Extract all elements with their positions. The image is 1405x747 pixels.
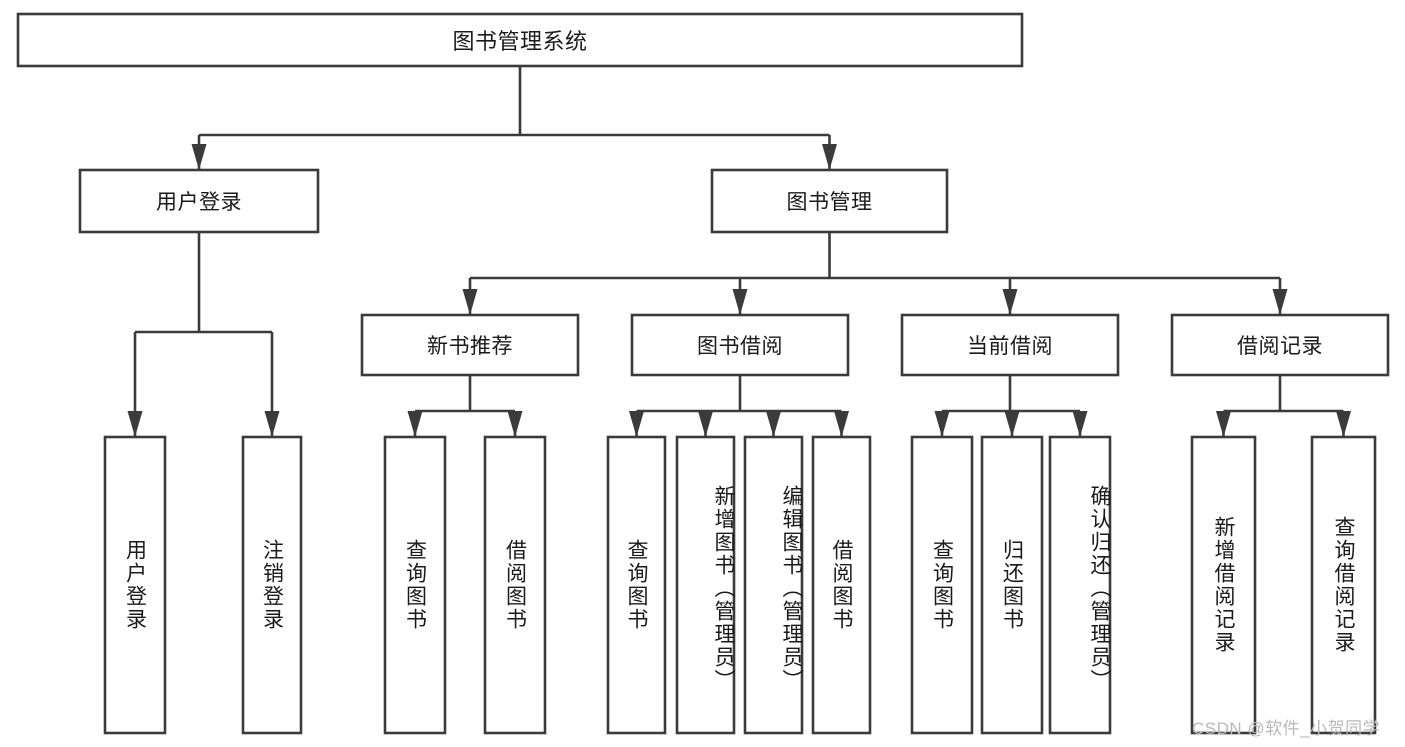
arrow-head-icon-leaf-query-book-2 — [629, 411, 644, 437]
node-boxes-layer — [16, 12, 1390, 735]
node-box-new-book-recommend[interactable] — [360, 313, 580, 377]
node-box-leaf-return-book[interactable] — [980, 435, 1044, 735]
node-box-book-manage[interactable] — [710, 168, 949, 234]
arrow-head-icon-borrow-record — [1272, 289, 1288, 315]
node-box-leaf-user-login[interactable] — [103, 435, 167, 735]
node-box-leaf-add-book-admin[interactable] — [675, 435, 736, 735]
arrow-head-icon-current-borrow — [1002, 289, 1018, 315]
node-box-book-borrow[interactable] — [630, 313, 850, 377]
arrow-head-icon-leaf-query-book-1 — [407, 411, 423, 437]
arrow-head-icon-leaf-query-borrow-record — [1336, 411, 1351, 437]
arrow-head-icon-leaf-edit-book-admin — [766, 411, 781, 437]
node-box-leaf-borrow-book-1[interactable] — [483, 435, 547, 735]
node-box-leaf-query-book-2[interactable] — [606, 435, 667, 735]
node-box-current-borrow[interactable] — [900, 313, 1120, 377]
arrow-head-icon-leaf-return-book — [1004, 411, 1020, 437]
arrow-head-icon-leaf-borrow-book-1 — [507, 411, 523, 437]
arrow-head-icon-leaf-borrow-book-2 — [834, 411, 849, 437]
arrow-head-icon-new-book-recommend — [462, 289, 478, 315]
node-box-leaf-query-book-3[interactable] — [910, 435, 974, 735]
node-box-root[interactable] — [16, 12, 1024, 68]
csdn-watermark: CSDN @软件_小贺同学 — [1192, 719, 1381, 738]
arrow-head-icon-user-login — [191, 144, 207, 170]
arrow-head-icon-leaf-add-book-admin — [698, 411, 713, 437]
arrow-head-icon-leaf-confirm-return-admin — [1072, 411, 1088, 437]
node-box-leaf-confirm-return-admin[interactable] — [1048, 435, 1112, 735]
node-box-leaf-add-borrow-record[interactable] — [1190, 435, 1257, 735]
node-box-leaf-user-logout[interactable] — [241, 435, 303, 735]
arrow-head-icon-leaf-user-logout — [264, 411, 280, 437]
node-box-leaf-query-book-1[interactable] — [383, 435, 447, 735]
arrow-head-icon-book-manage — [822, 144, 837, 170]
arrow-head-icon-leaf-user-login — [127, 411, 143, 437]
arrow-head-icon-leaf-add-borrow-record — [1216, 411, 1231, 437]
node-box-leaf-edit-book-admin[interactable] — [743, 435, 804, 735]
arrow-head-icon-book-borrow — [732, 289, 748, 315]
node-box-leaf-borrow-book-2[interactable] — [811, 435, 872, 735]
arrow-head-icon-leaf-query-book-3 — [934, 411, 950, 437]
node-box-leaf-query-borrow-record[interactable] — [1310, 435, 1377, 735]
node-box-borrow-record[interactable] — [1170, 313, 1390, 377]
node-box-user-login[interactable] — [78, 168, 320, 234]
connector-lines-layer — [127, 66, 1351, 437]
